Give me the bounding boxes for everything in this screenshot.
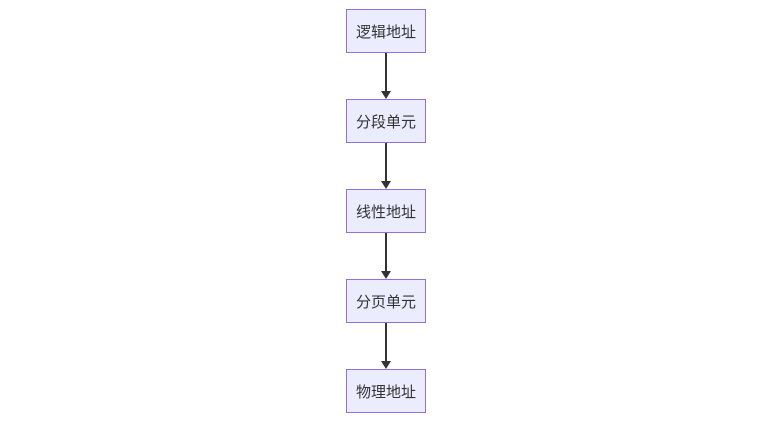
edge-linear-to-paging [346,233,426,279]
arrowhead-down-icon [381,361,391,369]
flowchart-node-linear-address: 线性地址 [346,189,426,233]
flowchart-node-physical-address: 物理地址 [346,369,426,413]
arrow-line [385,323,387,361]
flowchart-column: 逻辑地址 分段单元 线性地址 分页单元 物理地址 [346,9,426,413]
arrowhead-down-icon [381,181,391,189]
edge-paging-to-physical [346,323,426,369]
arrow-line [385,143,387,181]
edge-logical-to-segmentation [346,53,426,99]
arrowhead-down-icon [381,271,391,279]
arrowhead-down-icon [381,91,391,99]
flowchart-node-paging-unit: 分页单元 [346,279,426,323]
flowchart-node-segmentation-unit: 分段单元 [346,99,426,143]
edge-segmentation-to-linear [346,143,426,189]
arrow-line [385,53,387,91]
arrow-line [385,233,387,271]
flowchart-node-logical-address: 逻辑地址 [346,9,426,53]
